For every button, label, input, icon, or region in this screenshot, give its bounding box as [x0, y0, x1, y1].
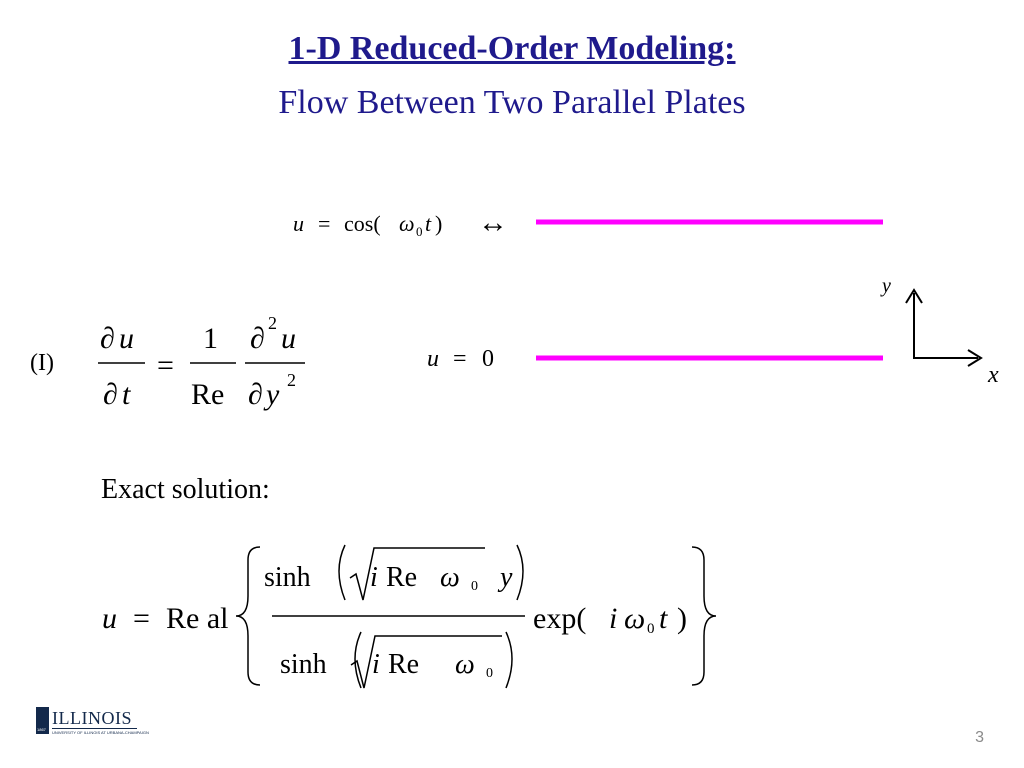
y-axis-label: y: [880, 275, 891, 297]
slide-subtitle: Flow Between Two Parallel Plates: [278, 84, 746, 121]
logo-rule: [52, 728, 137, 729]
eq-den-y: y: [263, 378, 280, 411]
den-right-paren: [505, 631, 513, 689]
exact-solution-label: Exact solution:: [101, 474, 270, 505]
bc-top-omega: ω: [399, 211, 415, 236]
sol-exp-omega: ω: [624, 602, 645, 635]
eq-Re: Re: [191, 378, 224, 411]
bc-top-t: t: [425, 211, 432, 236]
left-brace-icon: [235, 546, 261, 686]
logo-wordmark: ILLINOIS: [52, 708, 132, 728]
sol-num-sub: 0: [471, 579, 478, 594]
sol-num-Re: Re: [386, 562, 417, 593]
exact-solution-equation: u = Re al sinh i Re ω 0 y sinh i Re ω 0 …: [102, 544, 717, 689]
bc-bottom-eq: =: [453, 346, 467, 372]
num-left-paren: [338, 544, 346, 601]
eq-num-sq: 2: [268, 313, 277, 333]
sol-num-omega: ω: [440, 562, 460, 593]
sol-exp-sub: 0: [647, 621, 655, 637]
logo-tagline: UNIVERSITY OF ILLINOIS AT URBANA-CHAMPAI…: [52, 730, 149, 735]
equation-label: (I): [30, 350, 54, 376]
sol-num-y: y: [497, 562, 513, 593]
eq-den-sq: 2: [287, 370, 296, 390]
page-number: 3: [975, 729, 984, 746]
sol-u: u: [102, 602, 117, 635]
y-axis-arrow-icon: [905, 288, 923, 304]
coordinate-axes: y x: [880, 275, 999, 388]
sol-exp-close: ): [677, 602, 687, 635]
slide-title: 1-D Reduced-Order Modeling:: [288, 30, 736, 67]
bc-top-sub: 0: [416, 224, 423, 239]
sol-exp-t: t: [659, 602, 668, 635]
den-sqrt-icon: [350, 635, 502, 689]
eq-one: 1: [203, 322, 218, 355]
top-plate-bc: u = cos( ω 0 t ) ↔: [293, 206, 508, 239]
bc-bottom-u: u: [427, 346, 439, 372]
sol-exp-i: i: [609, 602, 617, 635]
eq-den-d2: ∂: [248, 378, 263, 411]
sol-num-sinh: sinh: [264, 562, 311, 593]
eq-num-d2: ∂: [250, 322, 265, 355]
x-axis-label: x: [987, 362, 999, 388]
sol-den-omega: ω: [455, 649, 475, 680]
eq-equals: =: [157, 349, 174, 382]
logo-year: 1867: [37, 727, 46, 732]
illinois-i-block-icon: [36, 707, 49, 734]
eq-den-t: t: [122, 378, 131, 411]
sol-real: Re al: [166, 602, 228, 635]
den-left-paren: [354, 631, 362, 689]
num-sqrt-icon: [349, 547, 485, 601]
bc-top-eq: =: [318, 211, 330, 236]
eq-den-d: ∂: [103, 378, 118, 411]
oscillation-arrow-icon: ↔: [478, 206, 508, 239]
eq-num-d: ∂: [100, 322, 115, 355]
bc-top-cos: cos(: [344, 211, 381, 236]
sol-exp: exp(: [533, 602, 586, 635]
sol-num-i: i: [370, 562, 378, 593]
eq-num-u2: u: [281, 322, 296, 355]
sol-den-sub: 0: [486, 666, 493, 681]
num-right-paren: [516, 544, 524, 601]
bottom-plate-bc: u = 0: [427, 346, 494, 372]
right-brace-icon: [691, 546, 717, 686]
bc-top-u: u: [293, 211, 304, 236]
sol-den-i: i: [372, 649, 380, 680]
equation-I: (I) ∂ u ∂ t = 1 Re ∂ 2 u ∂ y 2: [30, 313, 305, 411]
bc-bottom-zero: 0: [482, 346, 494, 372]
sol-den-Re: Re: [388, 649, 419, 680]
x-axis-arrow-icon: [967, 349, 983, 367]
eq-num-u: u: [119, 322, 134, 355]
sol-eq: =: [133, 602, 150, 635]
sol-den-sinh: sinh: [280, 649, 327, 680]
bc-top-close: ): [435, 211, 442, 236]
